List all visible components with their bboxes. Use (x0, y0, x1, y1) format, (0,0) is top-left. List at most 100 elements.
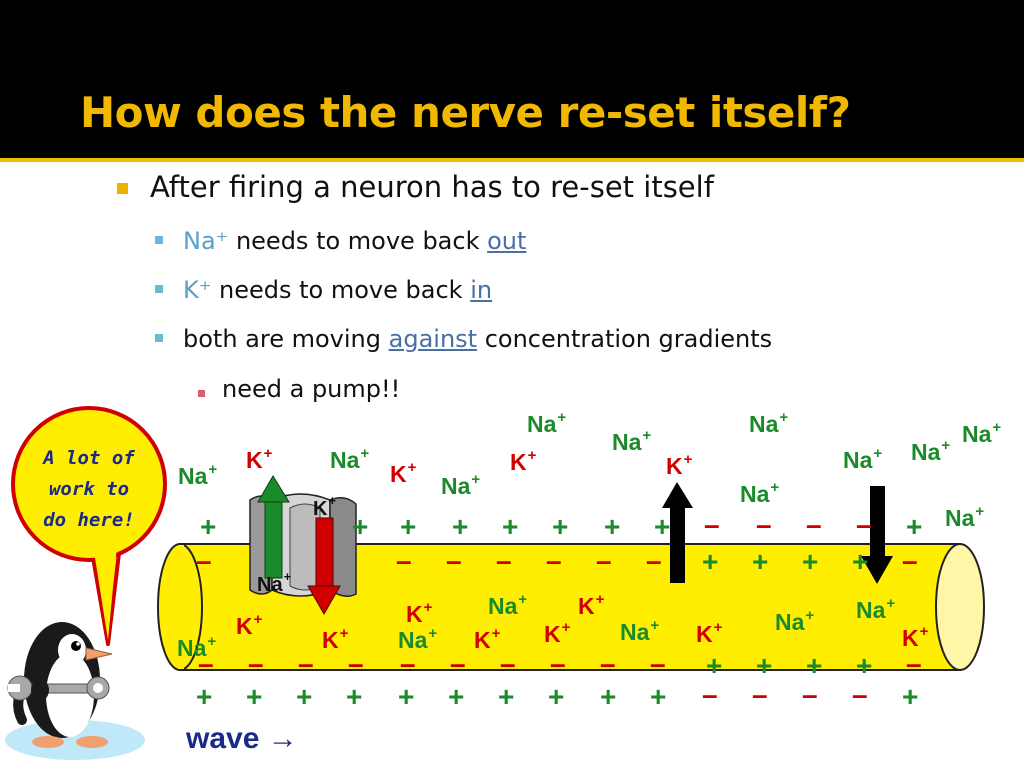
ion-na-label: Na+ (330, 445, 370, 473)
plus-charge: + (452, 511, 469, 542)
bullet-level3: need a pump!! (222, 375, 401, 403)
plus-charge: + (802, 546, 819, 577)
bullet-text: both are moving (183, 325, 389, 353)
minus-charge: – (400, 648, 416, 679)
ion-na-label: Na+ (398, 625, 438, 653)
bullet-marker-l2 (155, 334, 163, 342)
plus-charge: + (702, 546, 719, 577)
ion-k-label: K+ (246, 445, 273, 473)
minus-charge: – (702, 679, 718, 710)
ion-na-label: Na+ (843, 445, 883, 473)
plus-charge: + (398, 681, 415, 712)
bullet-marker-l2 (155, 236, 163, 244)
minus-charge: – (902, 545, 918, 576)
ion-k-label: K+ (902, 623, 929, 651)
ion-k-label: K+ (578, 591, 605, 619)
speech-bubble-icon (11, 406, 167, 646)
minus-charge: – (596, 545, 612, 576)
plus-charge: + (196, 681, 213, 712)
link-in[interactable]: in (470, 276, 493, 304)
plus-charge: + (296, 681, 313, 712)
ion-k-label: K+ (696, 619, 723, 647)
ion-na-label: Na+ (775, 607, 815, 635)
plus-charge: + (498, 681, 515, 712)
plus-charge: + (548, 681, 565, 712)
plus-charge: + (756, 650, 773, 681)
ion-k-label: K+ (406, 599, 433, 627)
bullet-text: needs to move back (228, 227, 488, 255)
minus-charge: – (348, 648, 364, 679)
minus-charge: – (450, 648, 466, 679)
minus-charge: – (196, 545, 212, 576)
bullet-text: needs to move back (211, 276, 471, 304)
ion-k-label: K+ (236, 611, 263, 639)
bullet-marker-l1 (117, 183, 128, 194)
minus-charge: – (756, 509, 772, 540)
plus-charge: + (246, 681, 263, 712)
ion-na-label: Na+ (740, 479, 780, 507)
pump-k-label: K+ (313, 493, 337, 520)
title-rule (0, 158, 1024, 162)
ion-na-label: Na⁺ (183, 227, 229, 255)
minus-charge: – (752, 679, 768, 710)
bullet-marker-l2 (155, 285, 163, 293)
bullet-text: concentration gradients (477, 325, 773, 353)
minus-charge: – (248, 648, 264, 679)
ion-k-label: K+ (510, 447, 537, 475)
minus-charge: – (550, 648, 566, 679)
ion-k-label: K+ (322, 625, 349, 653)
plus-charge: + (552, 511, 569, 542)
plus-charge: + (352, 511, 369, 542)
ion-na-label: Na+ (177, 633, 217, 661)
plus-charge: + (400, 511, 417, 542)
plus-charge: + (502, 511, 519, 542)
plus-charge: + (856, 650, 873, 681)
ion-na-label: Na+ (962, 419, 1002, 447)
plus-charge: + (706, 650, 723, 681)
arrow-down-icon (861, 486, 893, 584)
plus-charge: + (752, 546, 769, 577)
plus-charge: + (906, 511, 923, 542)
minus-charge: – (396, 545, 412, 576)
ion-na-label: Na+ (527, 409, 567, 437)
ion-na-label: Na+ (488, 591, 528, 619)
slide-title: How does the nerve re-set itself? (80, 88, 851, 137)
callout-text: A lot of work to do here! (43, 447, 135, 531)
minus-charge: – (546, 545, 562, 576)
bullet-level1: After firing a neuron has to re-set itse… (150, 170, 714, 204)
minus-charge: – (704, 509, 720, 540)
plus-charge: + (852, 546, 869, 577)
ion-na-label: Na+ (178, 461, 218, 489)
minus-charge: – (298, 648, 314, 679)
ion-k-label: K+ (544, 619, 571, 647)
minus-charge: – (500, 648, 516, 679)
wave-label: wave → (186, 722, 298, 755)
bullet-level2-k: K⁺ needs to move back in (183, 276, 492, 304)
axon-right-end (935, 543, 985, 671)
plus-charge: + (346, 681, 363, 712)
ion-na-label: Na+ (945, 503, 985, 531)
plus-charge: + (650, 681, 667, 712)
plus-charge: + (604, 511, 621, 542)
link-out[interactable]: out (487, 227, 527, 255)
pump-na-label: Na+ (257, 569, 292, 596)
minus-charge: – (852, 679, 868, 710)
arrow-up-icon (257, 475, 290, 579)
minus-charge: – (650, 648, 666, 679)
link-against[interactable]: against (388, 325, 478, 353)
minus-charge: – (806, 509, 822, 540)
minus-charge: – (802, 679, 818, 710)
minus-charge: – (856, 509, 872, 540)
bullet-marker-l3 (198, 390, 205, 397)
ion-na-label: Na+ (911, 437, 951, 465)
plus-charge: + (902, 681, 919, 712)
minus-charge: – (600, 648, 616, 679)
title-bar (0, 0, 1024, 158)
minus-charge: – (646, 545, 662, 576)
bullet-level2-na: Na⁺ needs to move back out (183, 227, 526, 255)
minus-charge: – (496, 545, 512, 576)
ion-k-label: K+ (474, 625, 501, 653)
plus-charge: + (200, 511, 217, 542)
ion-k-label: K⁺ (183, 276, 212, 304)
